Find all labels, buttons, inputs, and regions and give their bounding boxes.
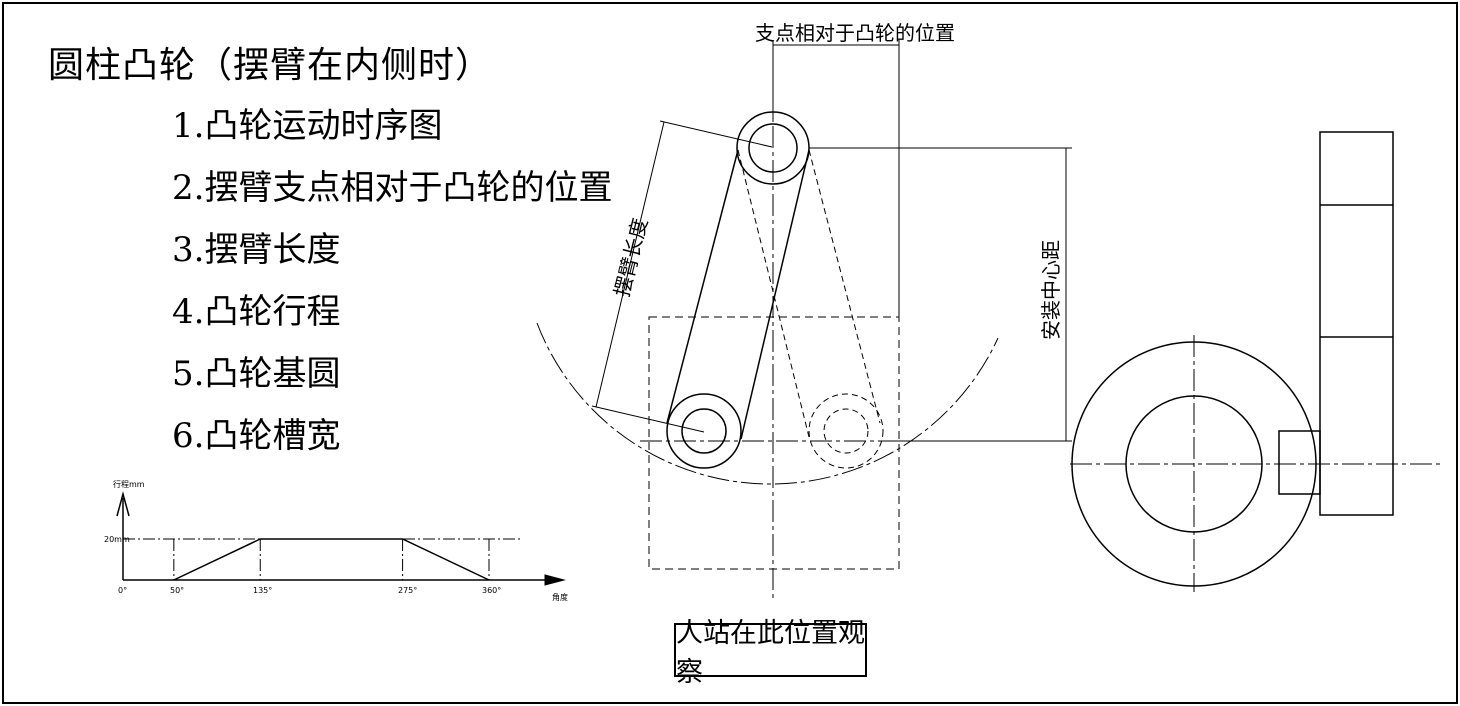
pivot-inner-circle [748, 123, 798, 173]
list-item: 4.凸轮行程 [172, 292, 341, 332]
right-roller-inner [823, 408, 869, 454]
parameter-list: 1.凸轮运动时序图 2.摆臂支点相对于凸轮的位置 3.摆臂长度 4.凸轮行程 5… [172, 96, 612, 468]
list-item: 1.凸轮运动时序图 [172, 106, 443, 146]
cylindrical-cam-side-view [1070, 131, 1440, 592]
left-roller-outer [666, 393, 742, 469]
chart-tick-lines [173, 539, 490, 580]
arm-length-extension-bottom [591, 405, 705, 433]
chart-y-tick-label-20mm: 20mm [104, 535, 130, 544]
pivot-position-label: 支点相对于凸轮的位置 [755, 21, 955, 45]
dashed-arm-right-edge [808, 149, 881, 424]
chart-x-tick-label-50: 50° [170, 586, 184, 595]
swing-arm-view [536, 40, 1072, 600]
chart-x-tick-label-275: 275° [398, 586, 417, 595]
cam-body-outline [648, 316, 900, 570]
swing-arc [536, 322, 999, 485]
arm-length-label: 摆臂长度 [610, 216, 653, 299]
arm-length-extension-top [659, 120, 773, 148]
cam-timing-chart: 行程mm 20mm 角度 0° 50° 135° 275° 360° [104, 479, 568, 602]
list-item: 6.凸轮槽宽 [172, 416, 341, 456]
cam-cylinder-outline [1319, 131, 1394, 516]
chart-stroke-series-line [173, 538, 490, 581]
roller-stub [1278, 430, 1321, 495]
chart-x-tick-label-360: 360° [482, 586, 501, 595]
list-item: 2.摆臂支点相对于凸轮的位置 [172, 168, 613, 208]
arm-right-edge [740, 149, 810, 440]
chart-ylabel: 行程mm [113, 479, 145, 489]
chart-x-arrow-icon [544, 574, 566, 586]
install-center-distance-label: 安装中心距 [1039, 240, 1063, 340]
list-item: 5.凸轮基圆 [172, 354, 341, 394]
arm-left-edge [666, 149, 739, 424]
chart-x-tick-label-135: 135° [253, 586, 272, 595]
page-title: 圆柱凸轮（摆臂在内侧时） [48, 45, 493, 86]
right-roller-outer [808, 393, 884, 469]
arm-length-dimension-line [595, 121, 665, 408]
chart-y-arrow-icon [116, 491, 130, 517]
chart-x-tick-label-0: 0° [118, 586, 127, 595]
observer-position-label: 人站在此位置观察 [674, 618, 867, 688]
left-roller-inner [681, 408, 727, 454]
list-item: 3.摆臂长度 [172, 230, 341, 270]
chart-xlabel: 角度 [552, 592, 568, 602]
